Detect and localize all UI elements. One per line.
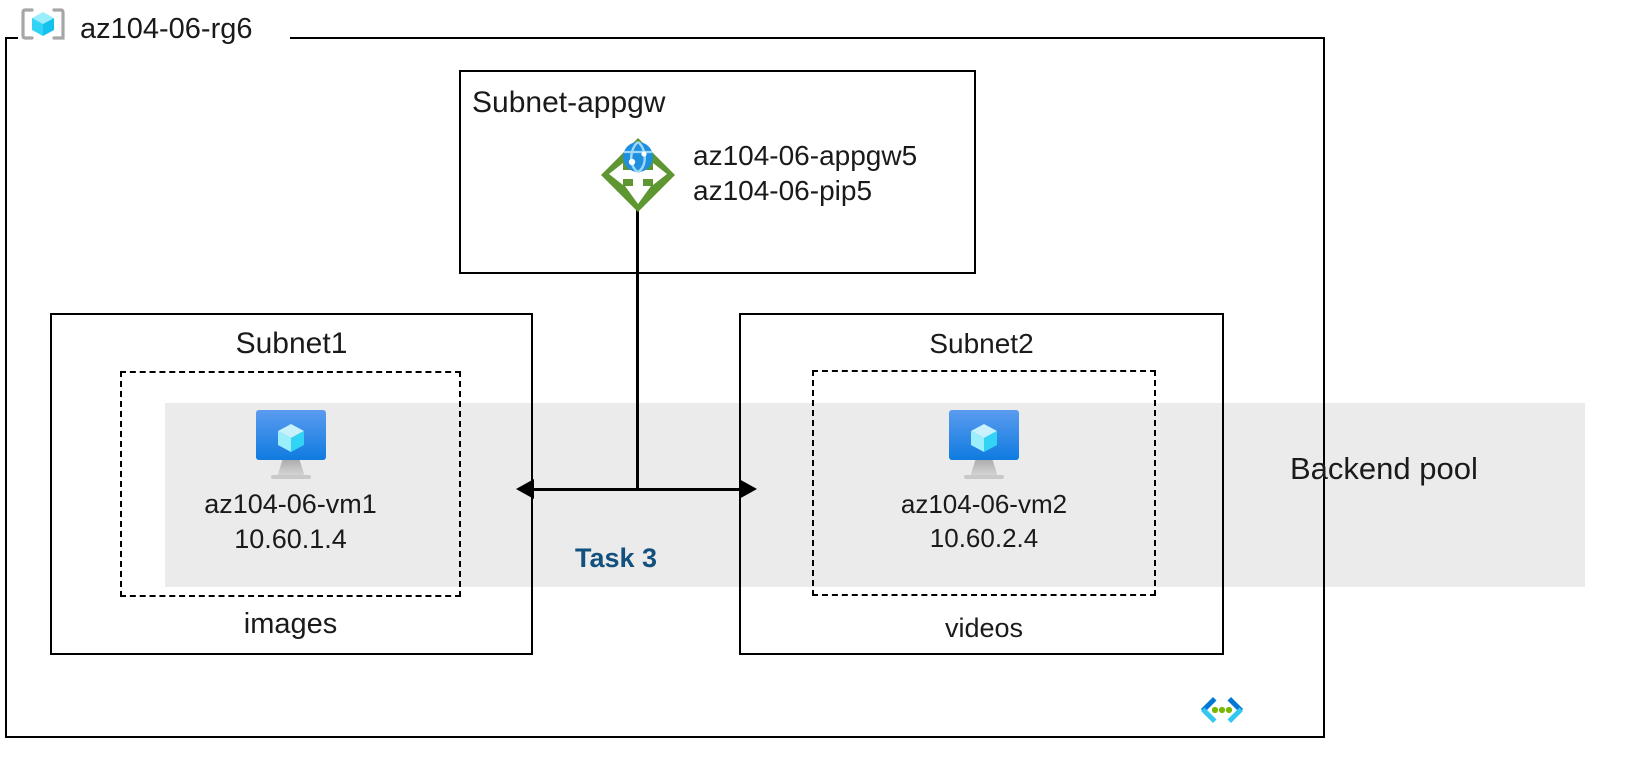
appgw-resource-name: az104-06-appgw5: [693, 140, 918, 171]
application-gateway-icon: [597, 134, 679, 216]
backend-pool-band: [165, 403, 1585, 587]
subnet-appgw-box: [459, 70, 976, 274]
appgw-to-vms-connector: [636, 196, 639, 490]
subnet-appgw-title: Subnet-appgw: [472, 86, 666, 119]
vm1-name: az104-06-vm1: [204, 489, 377, 519]
appgw-public-ip-name: az104-06-pip5: [693, 175, 873, 206]
virtual-machine-icon: [253, 410, 329, 486]
subnet2-title: Subnet2: [929, 328, 1034, 359]
backend-pool-label: Backend pool: [1290, 451, 1478, 486]
subnet2-footer-label: videos: [944, 613, 1024, 643]
resource-group-title-notch: [18, 28, 290, 48]
task-annotation-label: Task 3: [575, 543, 658, 573]
resource-group-boundary: [5, 37, 1325, 738]
vm2-name: az104-06-vm2: [900, 489, 1068, 519]
virtual-network-brackets-icon: [1196, 694, 1248, 730]
resource-group-cube-icon: [20, 6, 66, 52]
vm2-ip: 10.60.2.4: [929, 523, 1039, 553]
resource-group-header: az104-06-rg6: [20, 6, 253, 52]
subnet1-footer-label: images: [243, 608, 338, 640]
vm1-node: az104-06-vm1 10.60.1.4: [165, 404, 416, 557]
subnet1-subnet2-bidirectional-arrow: [516, 479, 757, 499]
vm1-ip: 10.60.1.4: [234, 524, 347, 554]
resource-group-name: az104-06-rg6: [80, 13, 253, 45]
virtual-machine-icon: [946, 410, 1022, 486]
subnet2-inner-dashed-box: [812, 370, 1156, 596]
application-gateway-node: az104-06-appgw5 az104-06-pip5: [597, 134, 917, 216]
arrow-head-left-icon: [516, 479, 534, 499]
subnet1-inner-dashed-box: [120, 371, 461, 597]
subnet1-title: Subnet1: [235, 327, 348, 360]
vm2-node: az104-06-vm2 10.60.2.4: [862, 404, 1106, 555]
arrow-head-right-icon: [739, 479, 757, 499]
application-gateway-labels: az104-06-appgw5 az104-06-pip5: [693, 134, 917, 208]
